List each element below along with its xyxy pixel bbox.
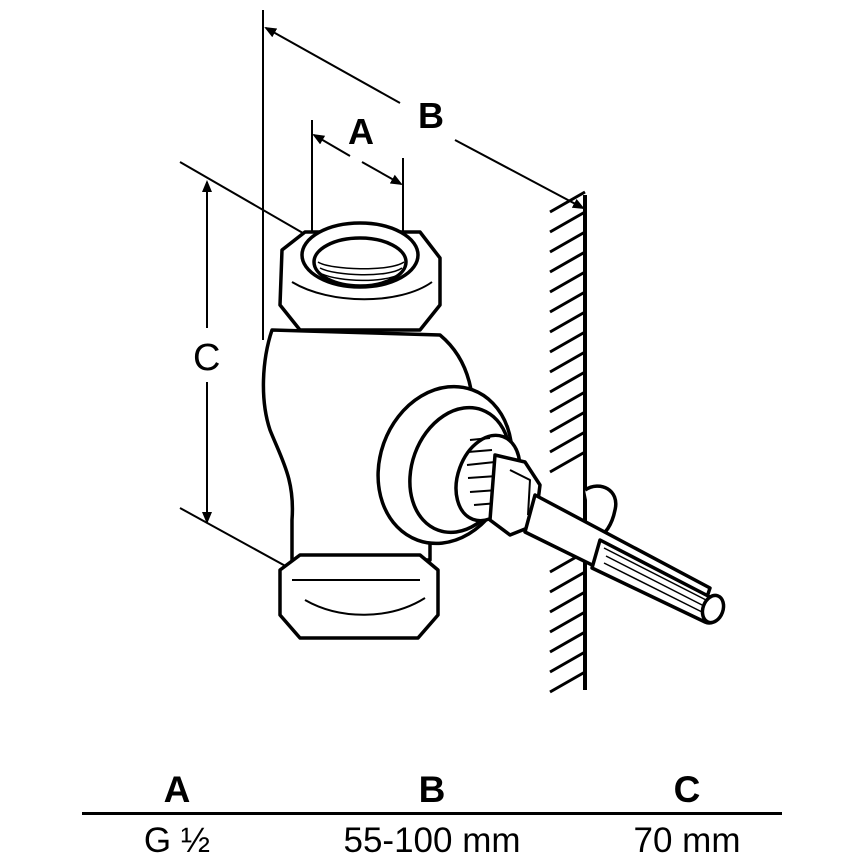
table-value-row: G ½ 55-100 mm 70 mm <box>82 815 782 867</box>
header-a: A <box>163 769 191 810</box>
table-header-row: A B C <box>82 768 782 812</box>
value-b: 55-100 mm <box>343 821 521 860</box>
dimension-a-label: A <box>348 111 374 152</box>
dimension-c-label: C <box>193 337 220 379</box>
header-c: C <box>673 769 701 810</box>
header-b: B <box>418 769 446 810</box>
dimension-b: B <box>262 10 585 340</box>
value-c: 70 mm <box>633 821 741 860</box>
dimension-spec-table: A B C G ½ 55-100 mm 70 mm <box>82 768 782 867</box>
dimension-c: C <box>179 161 316 575</box>
dimension-b-label: B <box>418 95 444 136</box>
wall <box>549 190 587 694</box>
value-a: G ½ <box>143 821 211 860</box>
valve-body <box>261 221 726 640</box>
valve-dimension-diagram: B A C <box>179 10 726 694</box>
table-divider <box>82 812 782 815</box>
wall-hatching <box>549 190 586 694</box>
dimension-a: A <box>311 111 404 235</box>
